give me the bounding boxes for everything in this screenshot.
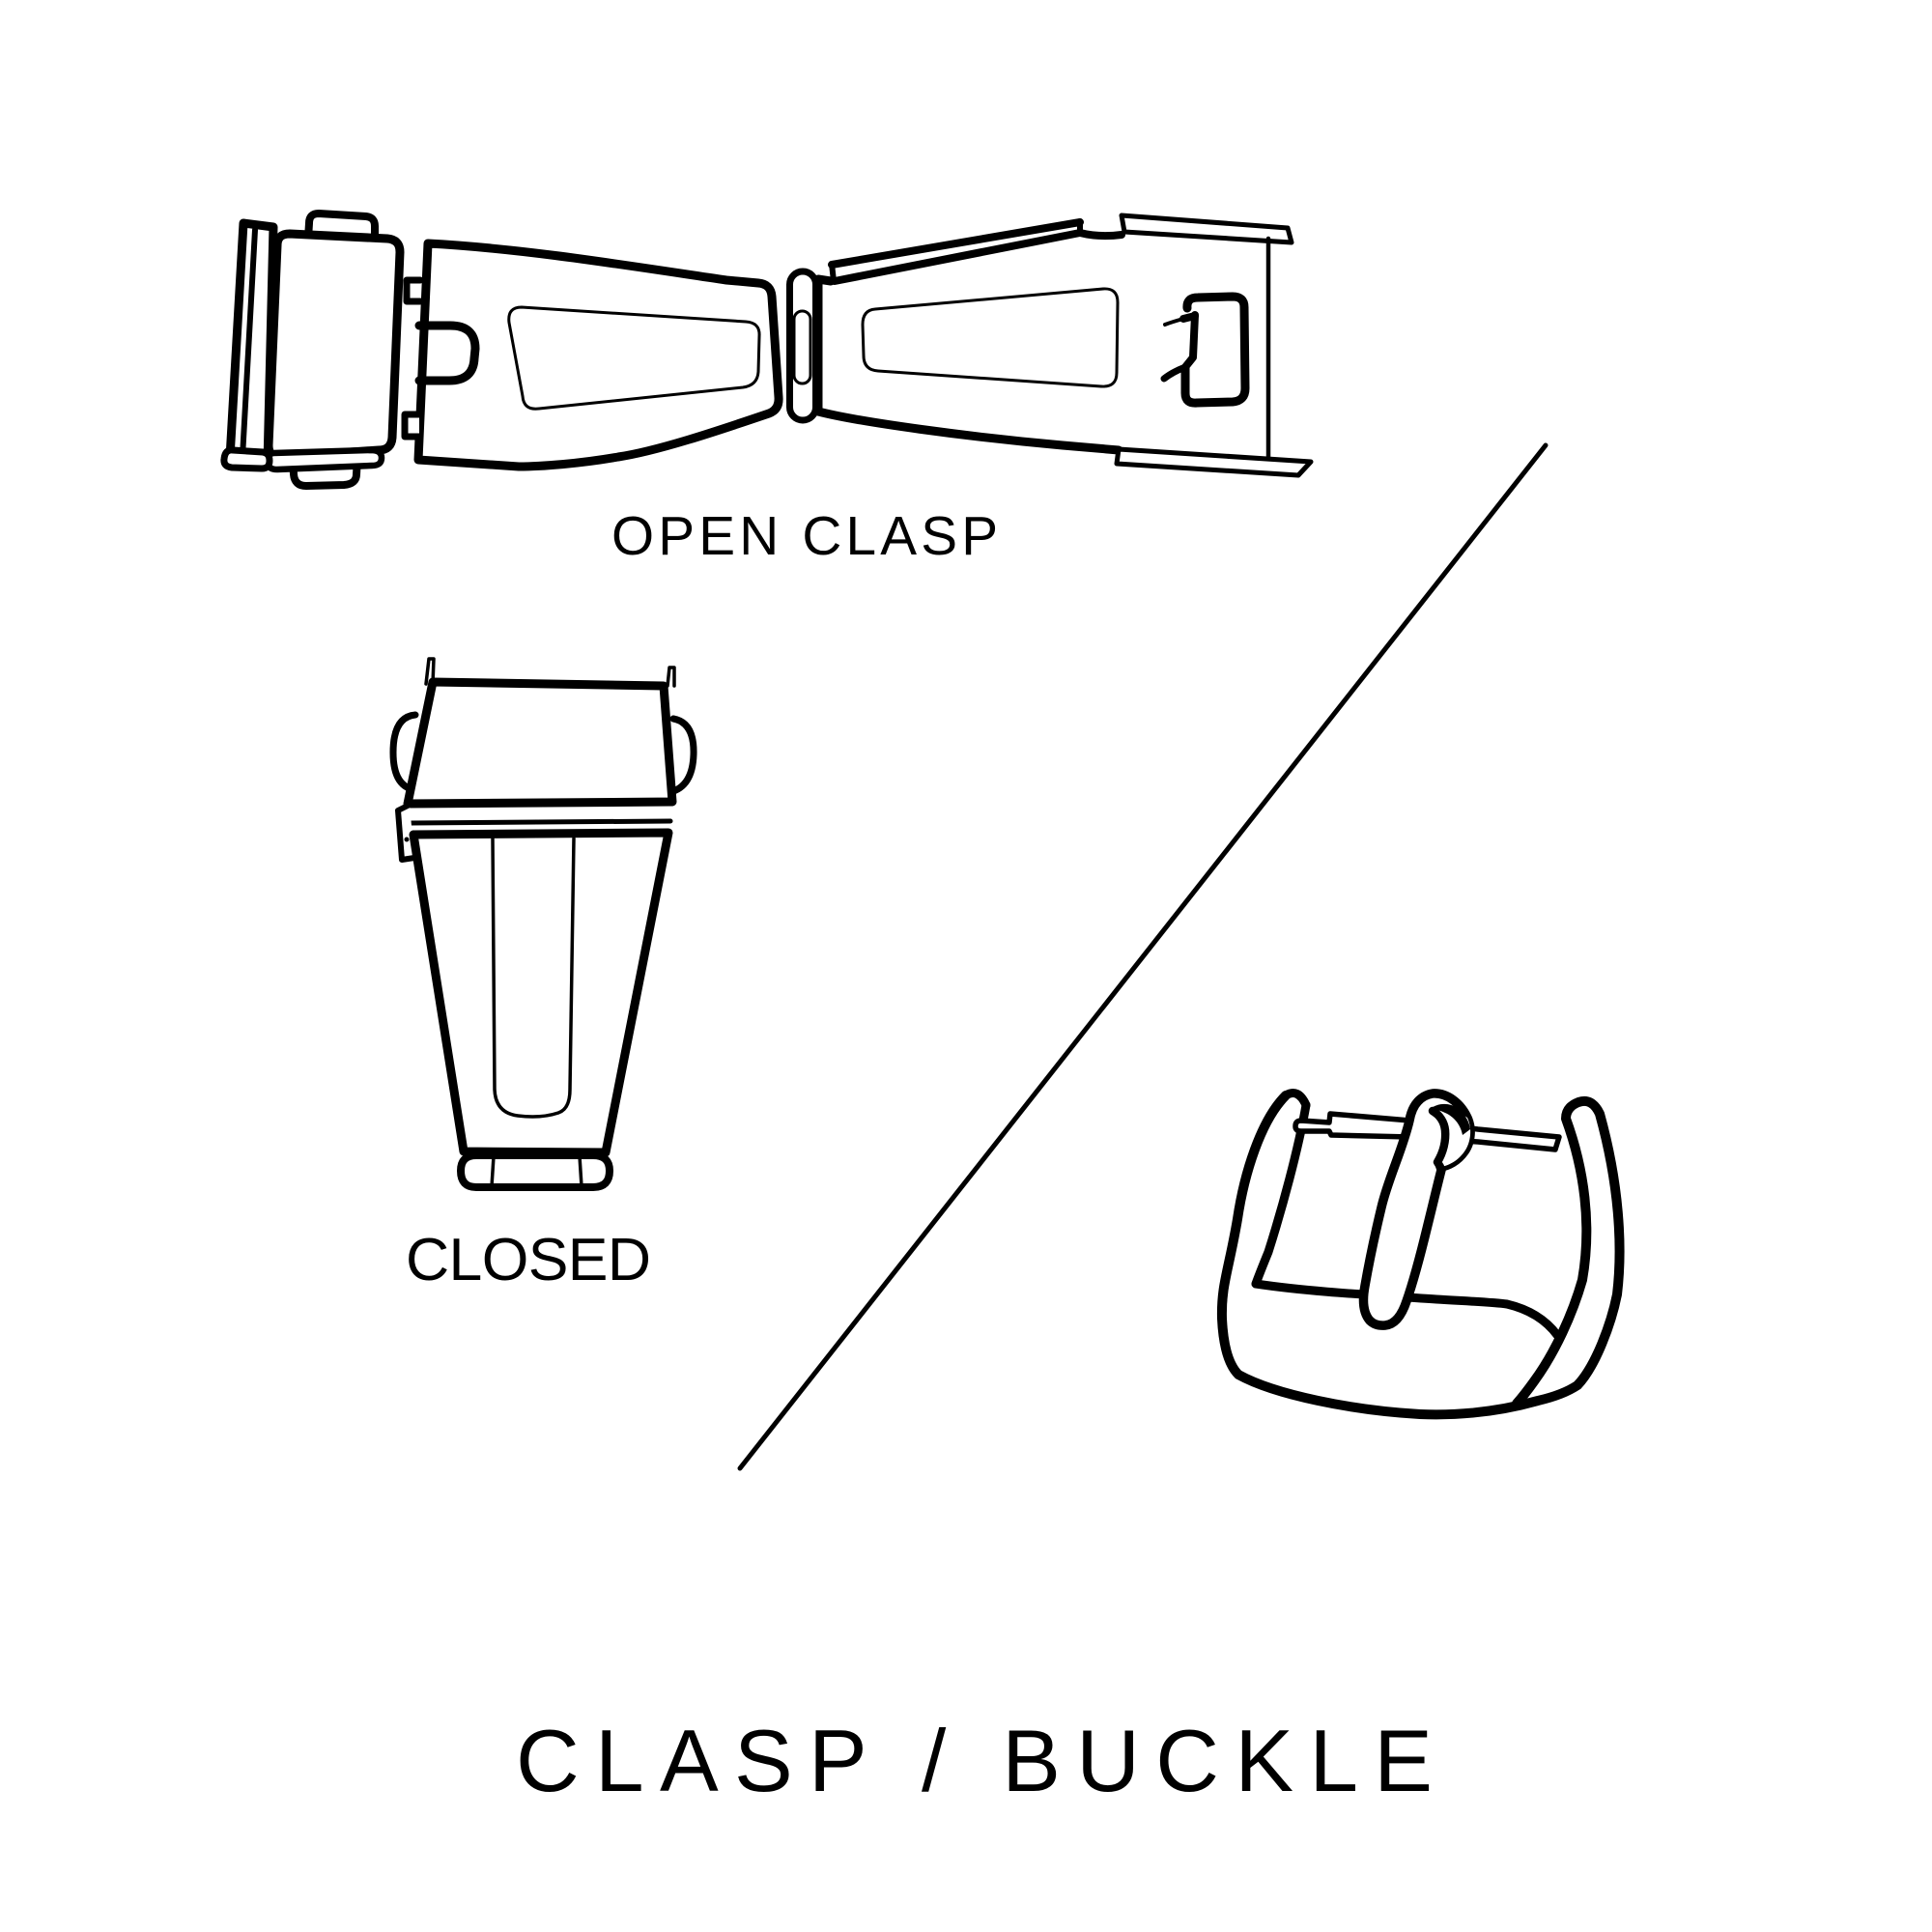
svg-text:OPEN CLASP: OPEN CLASP <box>611 506 998 567</box>
svg-text:CLOSED: CLOSED <box>406 1226 651 1293</box>
svg-text:CLASP / BUCKLE: CLASP / BUCKLE <box>516 1713 1433 1810</box>
